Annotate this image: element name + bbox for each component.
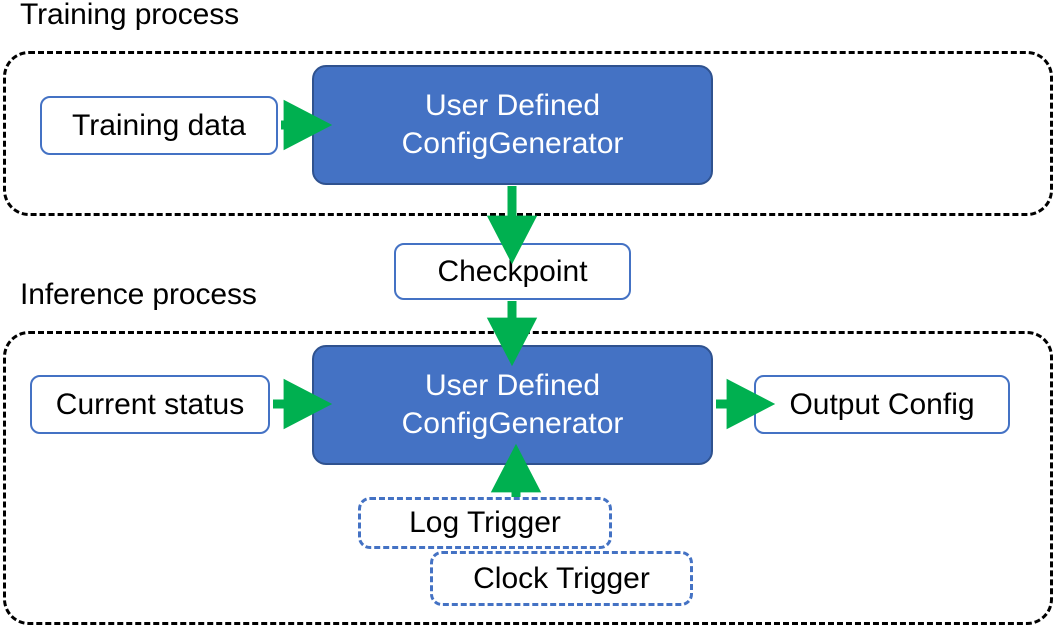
- node-training-data[interactable]: Training data: [40, 96, 278, 155]
- node-output-config[interactable]: Output Config: [754, 375, 1010, 434]
- node-training-data-label: Training data: [72, 108, 246, 142]
- node-current-status[interactable]: Current status: [30, 375, 270, 434]
- node-clock-trigger[interactable]: Clock Trigger: [430, 551, 693, 606]
- training-process-caption: Training process: [20, 0, 240, 31]
- process-inference-line1: User Defined: [424, 369, 601, 402]
- node-clock-trigger-label: Clock Trigger: [473, 561, 650, 595]
- process-inference-line2: ConfigGenerator: [401, 407, 624, 440]
- node-log-trigger[interactable]: Log Trigger: [358, 497, 612, 549]
- node-user-defined-configgenerator-inference[interactable]: User Defined ConfigGenerator: [312, 345, 713, 465]
- process-training-line1: User Defined: [424, 89, 601, 122]
- node-current-status-label: Current status: [55, 387, 245, 421]
- node-checkpoint[interactable]: Checkpoint: [394, 243, 631, 300]
- node-log-trigger-label: Log Trigger: [409, 506, 561, 539]
- node-user-defined-configgenerator-training[interactable]: User Defined ConfigGenerator: [312, 65, 713, 185]
- process-training-line2: ConfigGenerator: [401, 127, 624, 160]
- inference-process-caption: Inference process: [20, 278, 257, 311]
- node-output-config-label: Output Config: [789, 387, 975, 421]
- node-checkpoint-label: Checkpoint: [437, 254, 588, 288]
- training-process-container: [3, 51, 1053, 216]
